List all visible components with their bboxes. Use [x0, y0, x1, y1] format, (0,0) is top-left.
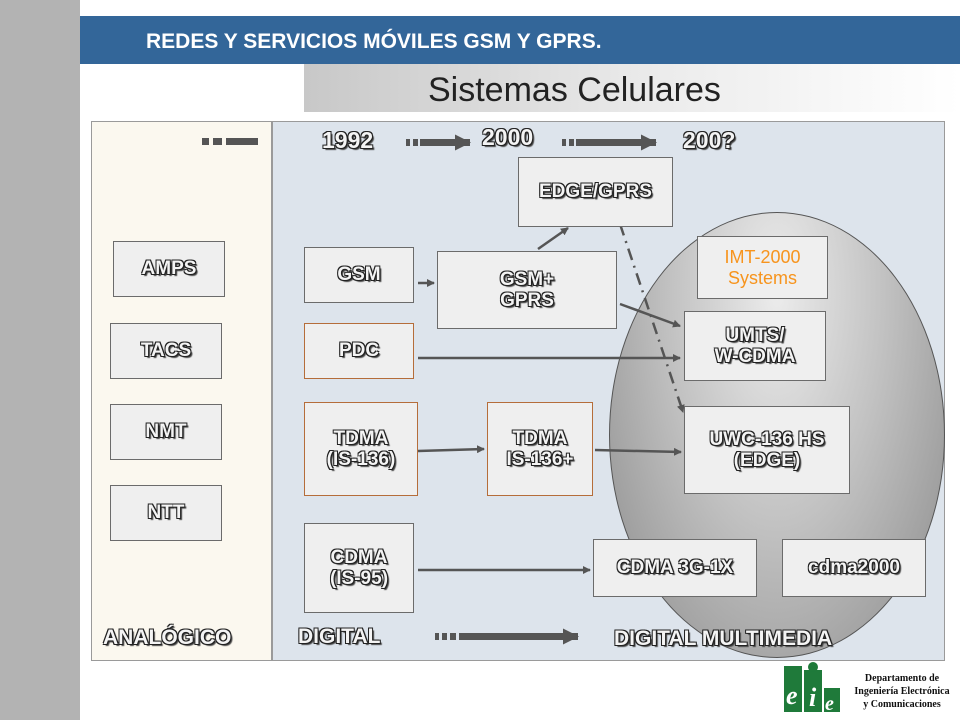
timeline-arrow-1 — [406, 134, 471, 151]
eie-logo: e i e — [784, 662, 840, 715]
year-2000: 2000 — [482, 124, 534, 150]
box-tacs: TACS — [110, 323, 222, 379]
label-digital-multimedia: DIGITAL MULTIMEDIA — [614, 627, 833, 650]
analog-top-dashes — [202, 138, 258, 145]
box-amps: AMPS — [113, 241, 225, 297]
arrow-gprs-to-umts — [619, 302, 681, 328]
digital-bottom-arrow — [435, 628, 579, 645]
subtitle-bar — [304, 64, 960, 112]
left-gray-strip — [0, 0, 80, 720]
arrow-tdma-to-tdmaplus — [417, 445, 485, 454]
analog-panel — [91, 121, 272, 661]
department-name: Departamento de Ingeniería Electrónica y… — [844, 672, 960, 711]
box-ntt: NTT — [110, 485, 222, 541]
box-pdc: PDC — [304, 323, 414, 379]
box-uwc136: UWC-136 HS (EDGE) — [684, 406, 850, 494]
header-title: REDES Y SERVICIOS MÓVILES GSM Y GPRS. — [146, 30, 602, 53]
label-analogico: ANALÓGICO — [103, 626, 232, 649]
box-cdma2000: cdma2000 — [782, 539, 926, 597]
box-umts-wcdma: UMTS/ W-CDMA — [684, 311, 826, 381]
logo-letter-i: i — [809, 683, 817, 712]
arrow-tdmaplus-to-uwc — [594, 447, 682, 456]
box-gsm-gprs: GSM+ GPRS — [437, 251, 617, 329]
box-imt2000: IMT-2000 Systems — [697, 236, 828, 299]
department-line-2: Ingeniería Electrónica — [854, 686, 950, 697]
year-future: 200? — [683, 127, 736, 153]
department-line-3: y Comunicaciones — [863, 699, 941, 710]
box-cdma-3g-1x: CDMA 3G-1X — [593, 539, 757, 597]
year-1992: 1992 — [322, 127, 374, 153]
box-tdma-is136plus: TDMA IS-136+ — [487, 402, 593, 496]
box-nmt: NMT — [110, 404, 222, 460]
box-edge-gprs: EDGE/GPRS — [518, 157, 673, 227]
page-title: Sistemas Celulares — [428, 71, 721, 109]
arrow-edge-to-uwc-dashed — [618, 223, 685, 413]
logo-letter-e2: e — [825, 693, 834, 715]
timeline-arrow-2 — [562, 134, 657, 151]
box-tdma-is136: TDMA (IS-136) — [304, 402, 418, 496]
header-bar — [80, 16, 960, 64]
department-line-1: Departamento de — [864, 673, 940, 684]
arrow-gprs-to-edge — [537, 226, 569, 251]
box-gsm: GSM — [304, 247, 414, 303]
label-digital: DIGITAL — [298, 625, 381, 648]
logo-letter-e1: e — [786, 681, 798, 710]
box-cdma-is95: CDMA (IS-95) — [304, 523, 414, 613]
